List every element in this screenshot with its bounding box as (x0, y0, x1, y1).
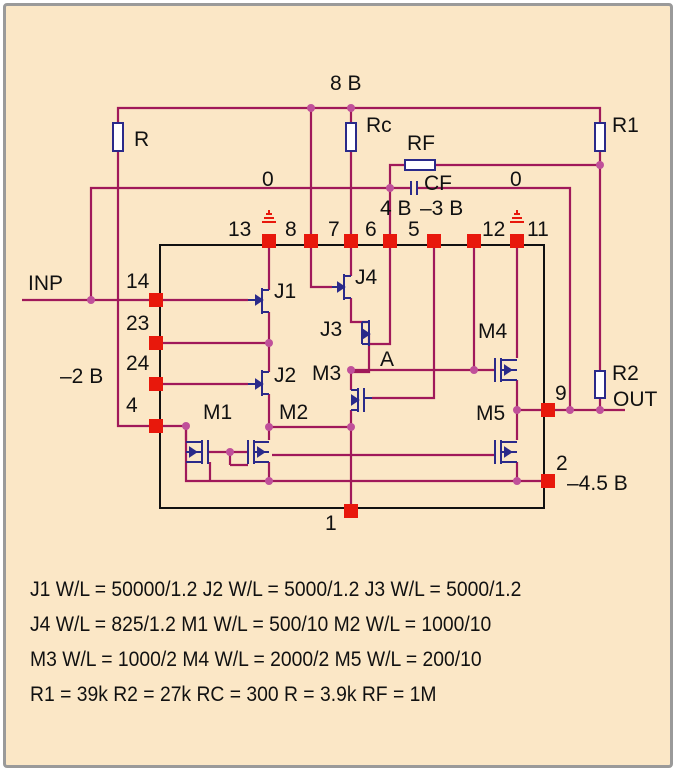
label-rf: RF (407, 132, 435, 155)
internal-wiring (156, 241, 548, 510)
mosfet-m4 (494, 358, 517, 382)
label-inp: INP (28, 272, 63, 295)
mosfet-devices (186, 358, 517, 464)
label-out: OUT (613, 388, 658, 411)
resistor-r2 (594, 370, 606, 399)
pad-14 (149, 293, 163, 307)
label-cf: CF (424, 172, 452, 195)
pad-6 (383, 234, 397, 248)
pin-label-5: 5 (408, 218, 420, 241)
junction-dots (87, 104, 604, 485)
spec-line: J4 W/L = 825/1.2 M1 W/L = 500/10 M2 W/L … (30, 613, 492, 636)
pin-label-9: 9 (555, 382, 567, 405)
pin-label-14: 14 (126, 270, 150, 293)
pin-label-4: 4 (126, 394, 138, 417)
pad-5 (427, 234, 441, 248)
label-bias-minus3: –3 В (420, 197, 463, 220)
label-j2: J2 (274, 364, 296, 387)
pin-label-24: 24 (126, 352, 150, 375)
label-zero-left: 0 (262, 168, 274, 191)
resistor-r (112, 122, 124, 152)
jfet-j2 (248, 370, 269, 396)
jfet-j4 (332, 274, 351, 300)
jfet-j1 (248, 288, 269, 314)
pad-9 (541, 403, 555, 417)
pad-7 (344, 234, 358, 248)
ground-pin13-icon (261, 209, 277, 223)
mosfet-m1 (186, 440, 209, 464)
label-r1: R1 (612, 114, 639, 137)
label-j3: J3 (320, 318, 342, 341)
pin-label-23: 23 (126, 312, 149, 335)
mosfet-m2 (247, 440, 269, 464)
pad-12 (467, 234, 481, 248)
pin-label-1: 1 (325, 512, 337, 535)
pad-1 (344, 504, 358, 518)
label-supply-pos: 8 В (330, 72, 362, 95)
label-m4: M4 (478, 320, 507, 343)
pad-2 (541, 474, 555, 488)
pin-label-11: 11 (527, 218, 549, 241)
capacitor-cf (410, 181, 418, 195)
resistor-rf (404, 159, 436, 171)
label-m3: M3 (312, 362, 341, 385)
pin-label-8: 8 (285, 218, 297, 241)
pad-23 (149, 336, 163, 350)
pin-label-6: 6 (365, 218, 377, 241)
label-r: R (134, 128, 149, 151)
mosfet-m3 (351, 388, 372, 412)
pad-24 (149, 377, 163, 391)
pad-11 (510, 234, 524, 248)
resistor-r1 (594, 122, 606, 152)
spec-line: J1 W/L = 50000/1.2 J2 W/L = 5000/1.2 J3 … (30, 578, 522, 601)
spec-line: R1 = 39k R2 = 27k RC = 300 R = 3.9k RF =… (30, 683, 437, 706)
pad-13 (262, 234, 276, 248)
device-specs: J1 W/L = 50000/1.2 J2 W/L = 5000/1.2 J3 … (30, 572, 521, 712)
spec-line: M3 W/L = 1000/2 M4 W/L = 2000/2 M5 W/L =… (30, 648, 482, 671)
label-m1: M1 (203, 401, 232, 424)
label-m2: M2 (279, 401, 308, 424)
pad-4 (149, 419, 163, 433)
pin-label-13: 13 (228, 218, 251, 241)
label-node-a: A (380, 348, 394, 371)
resistors (112, 122, 606, 399)
label-j1: J1 (274, 280, 296, 303)
label-m5: M5 (476, 402, 505, 425)
label-r2: R2 (612, 362, 639, 385)
pads (149, 234, 555, 518)
mosfet-m5 (494, 440, 517, 464)
label-bias-4: 4 В (380, 197, 412, 220)
pin-label-2: 2 (556, 452, 568, 475)
pin-label-12: 12 (482, 218, 505, 241)
jfet-j3 (361, 320, 371, 346)
pin-label-7: 7 (328, 218, 340, 241)
label-rc: Rc (366, 114, 392, 137)
label-supply-neg: –4.5 В (567, 472, 628, 495)
label-j4: J4 (355, 266, 378, 289)
label-zero-right: 0 (510, 168, 522, 191)
resistor-rc (345, 122, 357, 152)
jfet-devices (248, 274, 371, 396)
ground-pin11-icon (509, 209, 525, 223)
label-bias-minus2: –2 В (60, 365, 103, 388)
pad-8 (304, 234, 318, 248)
